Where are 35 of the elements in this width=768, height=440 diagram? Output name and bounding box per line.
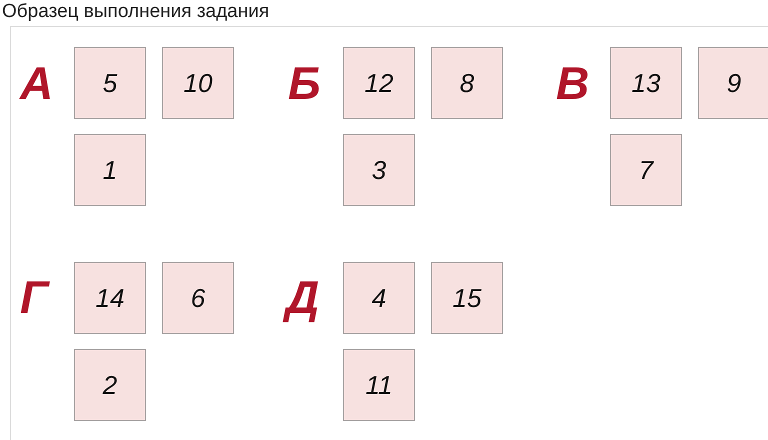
answer-box (343, 47, 415, 119)
answer-box (74, 47, 146, 119)
number: 12 (364, 68, 394, 98)
answer-box (162, 47, 234, 119)
answer-box (162, 262, 234, 334)
number: 5 (102, 68, 118, 98)
answer-box (74, 349, 146, 421)
number: 7 (638, 154, 654, 186)
number: 13 (632, 68, 660, 98)
title: Образец выполнения задания (2, 1, 270, 23)
group-letter: В (556, 56, 590, 110)
group-letter: Г (20, 270, 48, 324)
answer-box (431, 262, 503, 334)
number: 8 (460, 68, 474, 98)
number: 15 (452, 282, 482, 314)
number: 9 (726, 68, 742, 98)
answer-box (431, 47, 503, 119)
answer-box (610, 134, 682, 206)
answer-box (343, 349, 415, 421)
answer-box (698, 47, 768, 119)
group-letter: А (20, 56, 54, 110)
number: 3 (372, 154, 386, 186)
number: 4 (372, 282, 386, 314)
answer-box (74, 262, 146, 334)
number: 14 (96, 282, 124, 314)
answer-box (343, 262, 415, 334)
answer-box (343, 134, 415, 206)
answer-box (74, 134, 146, 206)
group-letter: Б (288, 56, 321, 110)
answer-box (610, 47, 682, 119)
number: 1 (102, 154, 118, 186)
number: 11 (366, 370, 392, 400)
number: 6 (190, 282, 206, 314)
number: 10 (184, 68, 212, 98)
number: 2 (102, 370, 118, 400)
